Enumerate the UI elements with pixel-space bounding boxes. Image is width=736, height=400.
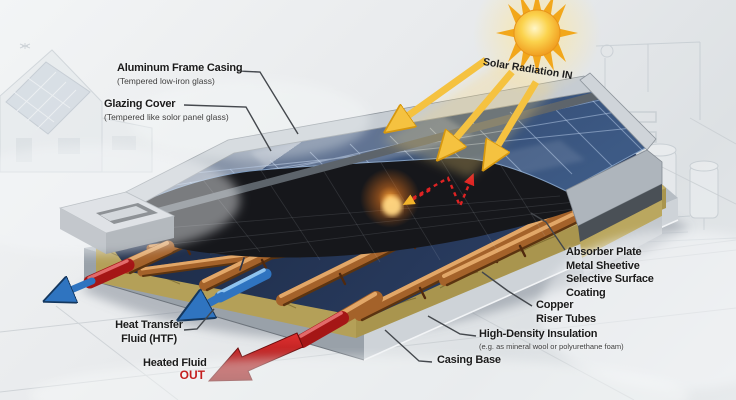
callout-line: Copper: [536, 299, 574, 311]
leader-copper-riser: [481, 271, 533, 307]
callout-line: Metal Sheetive: [566, 259, 640, 272]
htf-inlet-pipe: [202, 268, 272, 307]
callout-title: Glazing Cover: [104, 98, 176, 110]
callout-subtitle: (e.g. as mineral wool or polyurethane fo…: [479, 342, 624, 351]
callout-title: Casing Base: [437, 354, 501, 366]
callout-title: Heated Fluid: [143, 357, 207, 369]
callout-copper-riser-tubes: Copper Riser Tubes: [536, 299, 596, 326]
callout-subtitle: (Tempered low-iron glass): [117, 76, 215, 86]
callout-line: Riser Tubes: [536, 312, 596, 325]
callout-casing-base: Casing Base: [437, 353, 501, 366]
callout-leader-lines: [183, 70, 566, 363]
heated-fluid-out-badge: OUT: [179, 368, 205, 382]
callout-line: Fluid (HTF): [121, 332, 177, 345]
leader-aluminum-frame: [236, 70, 299, 135]
background-house-sketch: [0, 43, 153, 173]
callout-subtitle: (Tempered like solor panel glass): [104, 112, 229, 122]
callout-title: High-Density Insulation: [479, 328, 598, 340]
callout-absorber-plate: Absorber Plate Metal Sheetive Selective …: [566, 246, 654, 300]
callout-heated-fluid: Heated Fluid OUT: [143, 356, 207, 381]
callout-aluminum-frame-casing: Aluminum Frame Casing (Tempered low-iron…: [117, 61, 243, 87]
callout-line: Coating: [566, 286, 606, 299]
callout-heat-transfer-fluid: Heat Transfer Fluid (HTF): [103, 319, 195, 346]
callout-line: Absorber Plate: [566, 246, 642, 258]
callout-title: Aluminum Frame Casing: [117, 62, 243, 74]
heat-zigzag-arrows: [402, 173, 475, 210]
fog-overlay: [0, 80, 736, 400]
htf-inlet-arrow: [202, 296, 226, 307]
solar-ray-arrows: [402, 57, 540, 152]
frame-right-end-cap: [565, 149, 663, 227]
callout-high-density-insulation: High-Density Insulation (e.g. as mineral…: [479, 327, 624, 353]
leader-htf: [183, 308, 215, 331]
leader-glazing-cover: [183, 104, 272, 152]
heat-glow-core: [382, 196, 402, 216]
callout-glazing-cover: Glazing Cover (Tempered like solor panel…: [104, 97, 229, 123]
callout-line: Heat Transfer: [115, 319, 183, 331]
cold-in-arrow: [66, 281, 96, 292]
leader-casing-base: [384, 329, 433, 363]
callout-line: Selective Surface: [566, 273, 654, 285]
leader-absorber-plate: [530, 212, 566, 251]
leader-insulation: [427, 315, 477, 337]
